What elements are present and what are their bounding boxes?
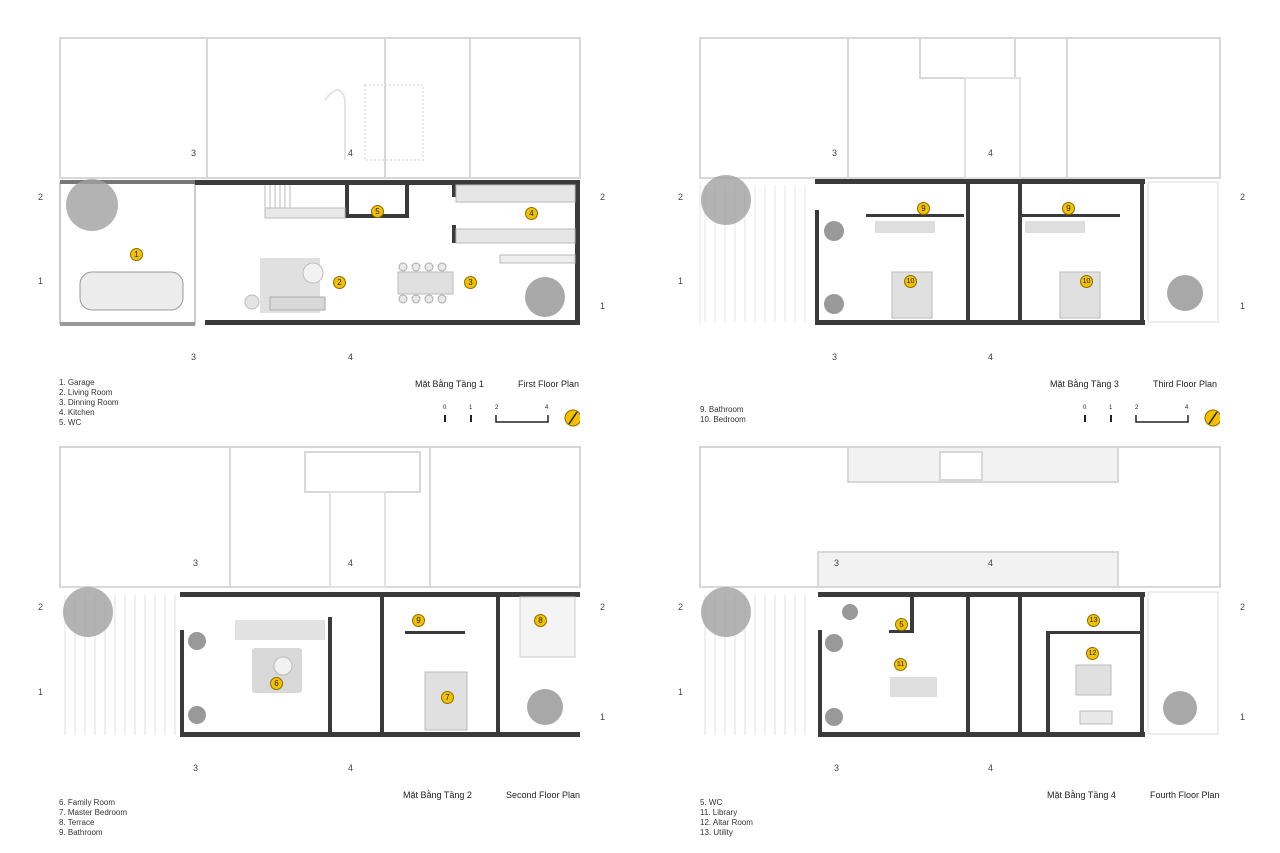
room-number-marker: 9 [917, 202, 930, 215]
section-mark: 3 [834, 763, 840, 773]
third-floor-title-vn: Mặt Bằng Tầng 3 [1050, 379, 1119, 389]
section-mark: 1 [678, 687, 684, 697]
third-floor-legend: 9. Bathroom 10. Bedroom [700, 405, 746, 424]
room-number-marker: 11 [894, 658, 907, 671]
section-mark: 3 [832, 148, 838, 158]
section-mark: 3 [191, 352, 197, 362]
section-mark: 4 [988, 148, 994, 158]
section-mark: 4 [348, 148, 354, 158]
scale-bar: 0 1 2 4 [440, 405, 580, 431]
room-number-marker: 9 [412, 614, 425, 627]
third-floor-plan-drawing [699, 37, 1221, 325]
section-mark: 4 [348, 763, 354, 773]
room-number-marker: 12 [1086, 647, 1099, 660]
section-mark: 1 [600, 712, 606, 722]
section-mark: 2 [1240, 192, 1246, 202]
first-floor-plan-drawing [59, 37, 581, 326]
section-mark: 4 [988, 352, 994, 362]
room-number-marker: 6 [270, 677, 283, 690]
north-arrow-icon [1204, 409, 1220, 427]
room-number-marker: 10 [904, 275, 917, 288]
section-mark: 4 [988, 763, 994, 773]
room-number-marker: 3 [464, 276, 477, 289]
room-number-marker: 9 [1062, 202, 1075, 215]
section-mark: 1 [678, 276, 684, 286]
second-floor-title-en: Second Floor Plan [506, 790, 581, 800]
first-floor-title-vn: Mặt Bằng Tầng 1 [415, 379, 484, 389]
second-floor-plan-drawing [59, 446, 581, 737]
first-floor-panel: 1. Garage 2. Living Room 3. Dinning Room… [0, 0, 640, 427]
room-number-marker: 5 [895, 618, 908, 631]
section-mark: 1 [38, 687, 44, 697]
room-number-marker: 1 [130, 248, 143, 261]
first-floor-title-en: First Floor Plan [518, 379, 580, 389]
room-number-marker: 13 [1087, 614, 1100, 627]
room-number-marker: 10 [1080, 275, 1093, 288]
section-mark: 2 [600, 602, 606, 612]
second-floor-title-vn: Mặt Bằng Tầng 2 [403, 790, 472, 800]
section-mark: 2 [38, 602, 44, 612]
first-floor-legend: 1. Garage 2. Living Room 3. Dinning Room… [59, 378, 119, 427]
section-mark: 3 [193, 763, 199, 773]
section-mark: 2 [678, 602, 684, 612]
section-mark: 3 [193, 558, 199, 568]
fourth-floor-title-en: Fourth Floor Plan [1150, 790, 1220, 800]
second-floor-panel: 6. Family Room 7. Master Bedroom 8. Terr… [0, 0, 640, 837]
room-number-marker: 5 [371, 205, 384, 218]
section-mark: 2 [1240, 602, 1246, 612]
section-mark: 2 [38, 192, 44, 202]
room-number-marker: 2 [333, 276, 346, 289]
third-floor-title-en: Third Floor Plan [1153, 379, 1218, 389]
section-mark: 1 [38, 276, 44, 286]
room-number-marker: 7 [441, 691, 454, 704]
section-mark: 2 [678, 192, 684, 202]
section-mark: 3 [832, 352, 838, 362]
third-floor-panel: 9. Bathroom 10. Bedroom Mặt Bằng Tầng 3 … [0, 0, 1221, 427]
scale-bar: 0 1 2 4 [1080, 405, 1220, 431]
section-mark: 4 [348, 558, 354, 568]
section-mark: 3 [834, 558, 840, 568]
section-mark: 1 [1240, 712, 1246, 722]
section-mark: 4 [988, 558, 994, 568]
tree-icon [66, 179, 118, 231]
fourth-floor-legend: 5. WC 11. Library 12. Altar Room 13. Uti… [700, 798, 753, 837]
neighbour-context [59, 37, 581, 179]
second-floor-legend: 6. Family Room 7. Master Bedroom 8. Terr… [59, 798, 128, 837]
fourth-floor-title-vn: Mặt Bằng Tầng 4 [1047, 790, 1116, 800]
section-mark: 1 [1240, 301, 1246, 311]
section-mark: 1 [600, 301, 606, 311]
section-mark: 3 [191, 148, 197, 158]
room-number-marker: 4 [525, 207, 538, 220]
fourth-floor-panel: 5. WC 11. Library 12. Altar Room 13. Uti… [0, 0, 1221, 837]
section-mark: 2 [600, 192, 606, 202]
room-number-marker: 8 [534, 614, 547, 627]
north-arrow-icon [564, 409, 580, 427]
tree-icon [525, 277, 565, 317]
section-mark: 4 [348, 352, 354, 362]
